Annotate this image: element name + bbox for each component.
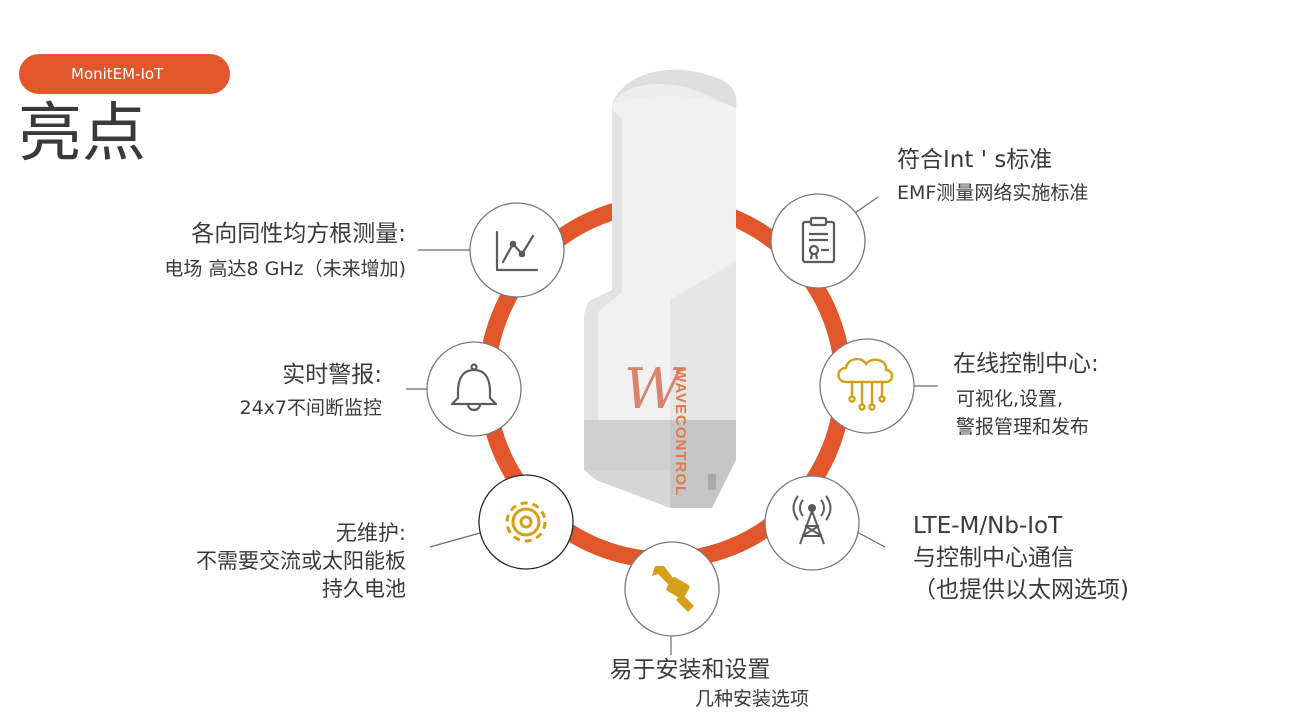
wrench-hand-icon <box>652 566 694 612</box>
gear-icon <box>505 501 547 543</box>
maintenance-heading: 无维护: <box>335 521 406 545</box>
device-logo: W <box>624 357 686 422</box>
device-brand-text: WAVECONTROL <box>672 368 689 496</box>
lte-circle <box>764 475 860 571</box>
line-chart-icon <box>495 230 539 272</box>
install-heading: 易于安装和设置 <box>609 657 771 683</box>
rms-heading: 各向同性均方根测量: <box>191 221 406 247</box>
cloud-network-icon <box>837 357 894 411</box>
lte-heading: LTE-M/Nb-IoT <box>913 513 1063 539</box>
maintenance-circle <box>478 474 574 570</box>
maintenance-line2: 持久电池 <box>322 577 406 601</box>
standards-heading: 符合Int ' s标准 <box>897 147 1053 173</box>
install-detail: 几种安装选项 <box>694 688 809 710</box>
control-center-line2: 警报管理和发布 <box>956 416 1090 438</box>
lte-line1: 与控制中心通信 <box>913 545 1074 571</box>
product-badge: MonitEM-IoT <box>19 54 230 94</box>
control-center-line1: 可视化,设置, <box>956 388 1064 410</box>
bell-icon <box>450 363 498 412</box>
device-image: W WAVECONTROL <box>584 69 737 508</box>
lte-line2: （也提供以太网选项) <box>913 577 1129 603</box>
alerts-detail: 24x7不间断监控 <box>239 397 382 419</box>
rms-detail: 电场 高达8 GHz（未来增加) <box>164 258 406 280</box>
cell-tower-icon <box>792 495 832 545</box>
maintenance-line1: 不需要交流或太阳能板 <box>196 549 406 573</box>
alerts-heading: 实时警报: <box>282 362 382 388</box>
control-center-heading: 在线控制中心: <box>953 351 1099 377</box>
clipboard-certificate-icon <box>801 216 836 264</box>
standards-detail: EMF测量网络实施标准 <box>897 182 1089 204</box>
alerts-circle <box>426 341 522 437</box>
page-title: 亮点 <box>18 97 146 171</box>
control-center-circle <box>819 338 915 434</box>
